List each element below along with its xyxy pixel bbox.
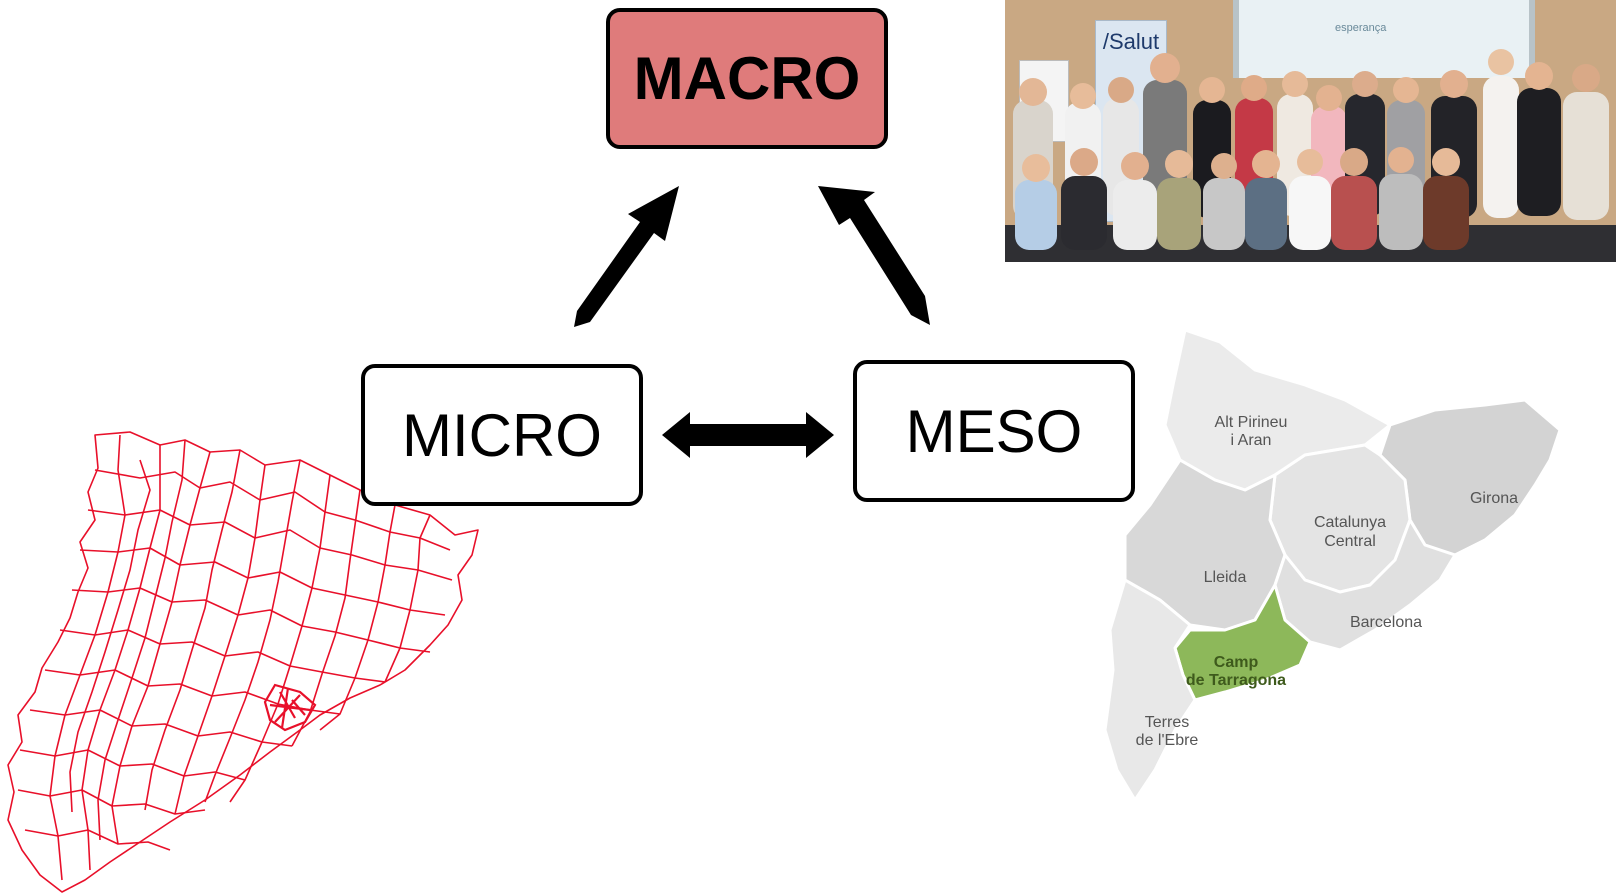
arrow-macro-micro bbox=[574, 186, 679, 327]
macro-label: MACRO bbox=[633, 45, 861, 112]
region-label-catalunya-central: Catalunya bbox=[1314, 514, 1386, 531]
projection-screen: esperança bbox=[1233, 0, 1535, 78]
group-of-people bbox=[1005, 49, 1616, 262]
region-label-terres-ebre: Terres bbox=[1145, 714, 1189, 731]
projection-screen-text: esperança bbox=[1335, 22, 1387, 34]
map-outline bbox=[7, 431, 479, 893]
arrow-micro-meso bbox=[662, 412, 834, 458]
health-regions-map: Alt Pirineu i Aran Girona Catalunya Cent… bbox=[1105, 330, 1562, 802]
region-labels: Alt Pirineu i Aran Girona Catalunya Cent… bbox=[1136, 414, 1518, 749]
micro-box: MICRO bbox=[361, 364, 643, 506]
region-label-alt-pirineu-2: i Aran bbox=[1231, 432, 1272, 449]
front-row bbox=[1015, 147, 1469, 250]
group-photo: /Salut esperança bbox=[1005, 0, 1616, 262]
salut-banner-text: /Salut bbox=[1102, 29, 1160, 54]
region-label-catalunya-central-2: Central bbox=[1324, 533, 1376, 550]
region-label-camp-de-tarragona-2: de Tarragona bbox=[1186, 672, 1286, 689]
meso-box: MESO bbox=[853, 360, 1135, 502]
region-label-girona: Girona bbox=[1470, 490, 1518, 507]
macro-box: MACRO bbox=[606, 8, 888, 149]
region-label-camp-de-tarragona: Camp bbox=[1214, 654, 1259, 671]
region-label-terres-ebre-2: de l'Ebre bbox=[1136, 732, 1199, 749]
arrow-macro-meso bbox=[818, 186, 930, 325]
municipalities-map bbox=[7, 431, 479, 893]
region-label-lleida: Lleida bbox=[1204, 569, 1247, 586]
region-label-alt-pirineu: Alt Pirineu bbox=[1215, 414, 1288, 431]
region-terres-ebre-shape bbox=[1105, 578, 1197, 802]
meso-label: MESO bbox=[905, 397, 1083, 465]
barcelona-dense-area bbox=[263, 683, 317, 732]
micro-label: MICRO bbox=[402, 401, 602, 469]
region-label-barcelona: Barcelona bbox=[1350, 614, 1422, 631]
